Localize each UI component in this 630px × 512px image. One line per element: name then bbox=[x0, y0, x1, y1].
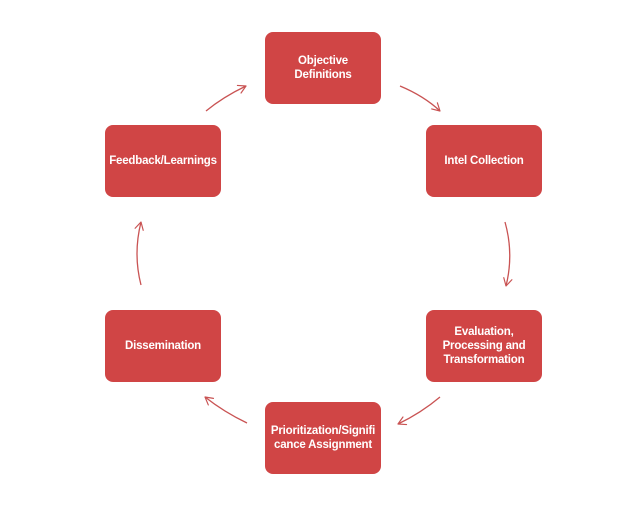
node-feedback-learnings: Feedback/Learnings bbox=[105, 125, 221, 197]
node-evaluation-processing-transformation: Evaluation, Processing and Transformatio… bbox=[426, 310, 542, 382]
node-intel-collection: Intel Collection bbox=[426, 125, 542, 197]
node-prioritization-significance-assignment: Prioritization/Signifi cance Assignment bbox=[265, 402, 381, 474]
arrow-objective-to-intel bbox=[399, 85, 441, 112]
arrow-prioritization-to-dissemination bbox=[204, 396, 248, 424]
arrow-dissemination-to-feedback bbox=[134, 221, 144, 286]
arrow-intel-to-evaluation bbox=[503, 221, 513, 287]
node-objective-definitions: Objective Definitions bbox=[265, 32, 381, 104]
arrow-evaluation-to-prioritization bbox=[397, 396, 441, 426]
node-dissemination: Dissemination bbox=[105, 310, 221, 382]
arrow-feedback-to-objective bbox=[205, 84, 247, 112]
